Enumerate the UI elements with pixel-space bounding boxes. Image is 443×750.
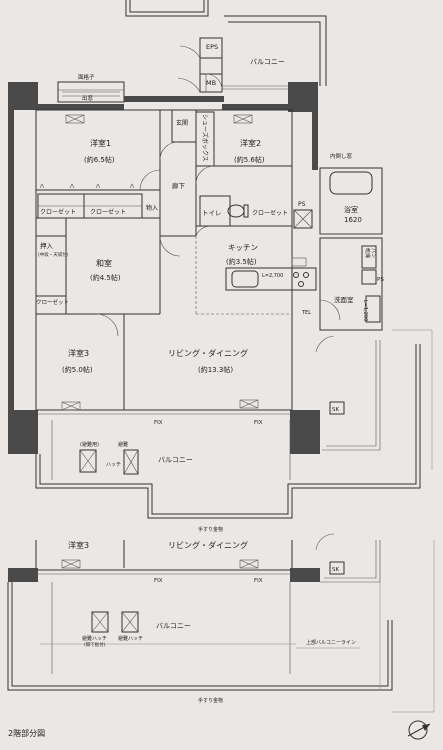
fix2-label: FIX <box>254 420 263 426</box>
oshiire-sub: (中段・天袋付) <box>38 251 69 258</box>
eps-mb-shaft <box>177 37 223 93</box>
mado-label: 出窓 <box>82 94 94 102</box>
washitsu-label: 和室 <box>96 258 112 268</box>
hallway-label: 廊下 <box>172 181 186 190</box>
fix1-label: FIX <box>154 420 163 426</box>
floor2-fix2-label: FIX <box>254 578 263 584</box>
closet-a-label: クローゼット <box>40 208 76 216</box>
bath-label: 浴室 <box>344 205 358 214</box>
window-marks-top <box>65 114 253 124</box>
genkan-label: 玄関 <box>176 119 188 127</box>
hinan2-label: 避難 <box>118 441 128 448</box>
floor2-balcony-label: バルコニー <box>156 622 191 630</box>
closet-d-label: クローゼット <box>36 298 69 306</box>
hinan3-label: ハッチ <box>106 462 121 468</box>
closet-b-label: クローゼット <box>90 208 126 216</box>
naitorai-label: 内倒し窓 <box>330 152 353 160</box>
room1-size: (約6.5帖) <box>84 155 115 164</box>
north-arrow-icon <box>407 720 431 740</box>
floor2-hatch1-label: 避難ハッチ <box>82 635 107 642</box>
toilet-label: トイレ <box>202 209 222 217</box>
room3-label: 洋室3 <box>68 348 89 358</box>
washitsu-size: (約4.5帖) <box>90 273 121 282</box>
living-label: リビング・ダイニング <box>168 348 248 358</box>
ps-upper-label: PS <box>298 201 306 208</box>
sk-label: SK <box>332 407 339 413</box>
senmen-label: 洗面室 <box>334 295 354 304</box>
room2-size: (約5.6帖) <box>234 155 265 164</box>
kitchen-label: キッチン <box>228 243 258 252</box>
floor2-room3-label: 洋室3 <box>68 540 89 550</box>
pan-label: パン <box>370 248 376 258</box>
plan-caption: 2階部分図 <box>8 728 45 738</box>
floor2-fix1-label: FIX <box>154 578 163 584</box>
kitchen-length: L=2,700 <box>262 273 283 279</box>
closet-c-label: クローゼット <box>252 209 288 217</box>
floor2-plan <box>7 533 435 713</box>
ps-box-upper <box>293 209 313 229</box>
structural-walls <box>8 82 320 454</box>
floor2-upper-line-label: 上部バルコニーライン <box>306 639 356 646</box>
room1-label: 洋室1 <box>90 138 111 148</box>
shoes-label: シューズボックス <box>201 114 209 162</box>
kitchen-size: (約3.5帖) <box>226 257 257 266</box>
living-size: (約13.3帖) <box>198 365 233 374</box>
balcony-top-label: バルコニー <box>250 58 285 66</box>
tesuri1-label: 手すり金物 <box>198 526 223 533</box>
room3-size: (約5.0帖) <box>62 365 93 374</box>
bath-size: 1620 <box>344 216 362 224</box>
senmen-length: L=1,200 <box>362 300 368 321</box>
eps-label: EPS <box>206 43 218 51</box>
bay-window <box>57 81 125 103</box>
ps-lower-label: PS <box>377 277 384 283</box>
floor2-living-label: リビング・ダイニング <box>168 540 248 550</box>
koshi-label: 面格子 <box>78 73 95 81</box>
room2-label: 洋室2 <box>240 138 261 148</box>
floor2-hatch2-label: 避難ハッチ <box>118 635 143 642</box>
balcony-top-outline <box>125 0 327 90</box>
floor2-hatch1b-label: (隔て板付) <box>84 641 106 648</box>
tesuri2-label: 手すり金物 <box>198 697 223 704</box>
closet-row <box>37 183 143 219</box>
kanso-label: 乾燥 <box>364 248 371 258</box>
south-windows <box>38 335 345 415</box>
hinan1-label: (避難用) <box>80 441 99 448</box>
utility-area <box>319 237 383 331</box>
mb-label: MB <box>206 79 216 87</box>
toilet-room <box>199 195 249 227</box>
bathroom <box>319 167 383 235</box>
balcony-mid <box>35 329 433 519</box>
balcony-mid-label: バルコニー <box>158 456 193 464</box>
entrance <box>159 109 215 167</box>
kitchen-counter <box>225 257 317 291</box>
oshiire-label: 押入 <box>40 241 54 250</box>
floor2-sk-label: SK <box>332 567 339 573</box>
door-swings <box>95 165 215 337</box>
tel-label: TEL <box>301 310 311 316</box>
storage-label: 物入 <box>146 204 158 212</box>
